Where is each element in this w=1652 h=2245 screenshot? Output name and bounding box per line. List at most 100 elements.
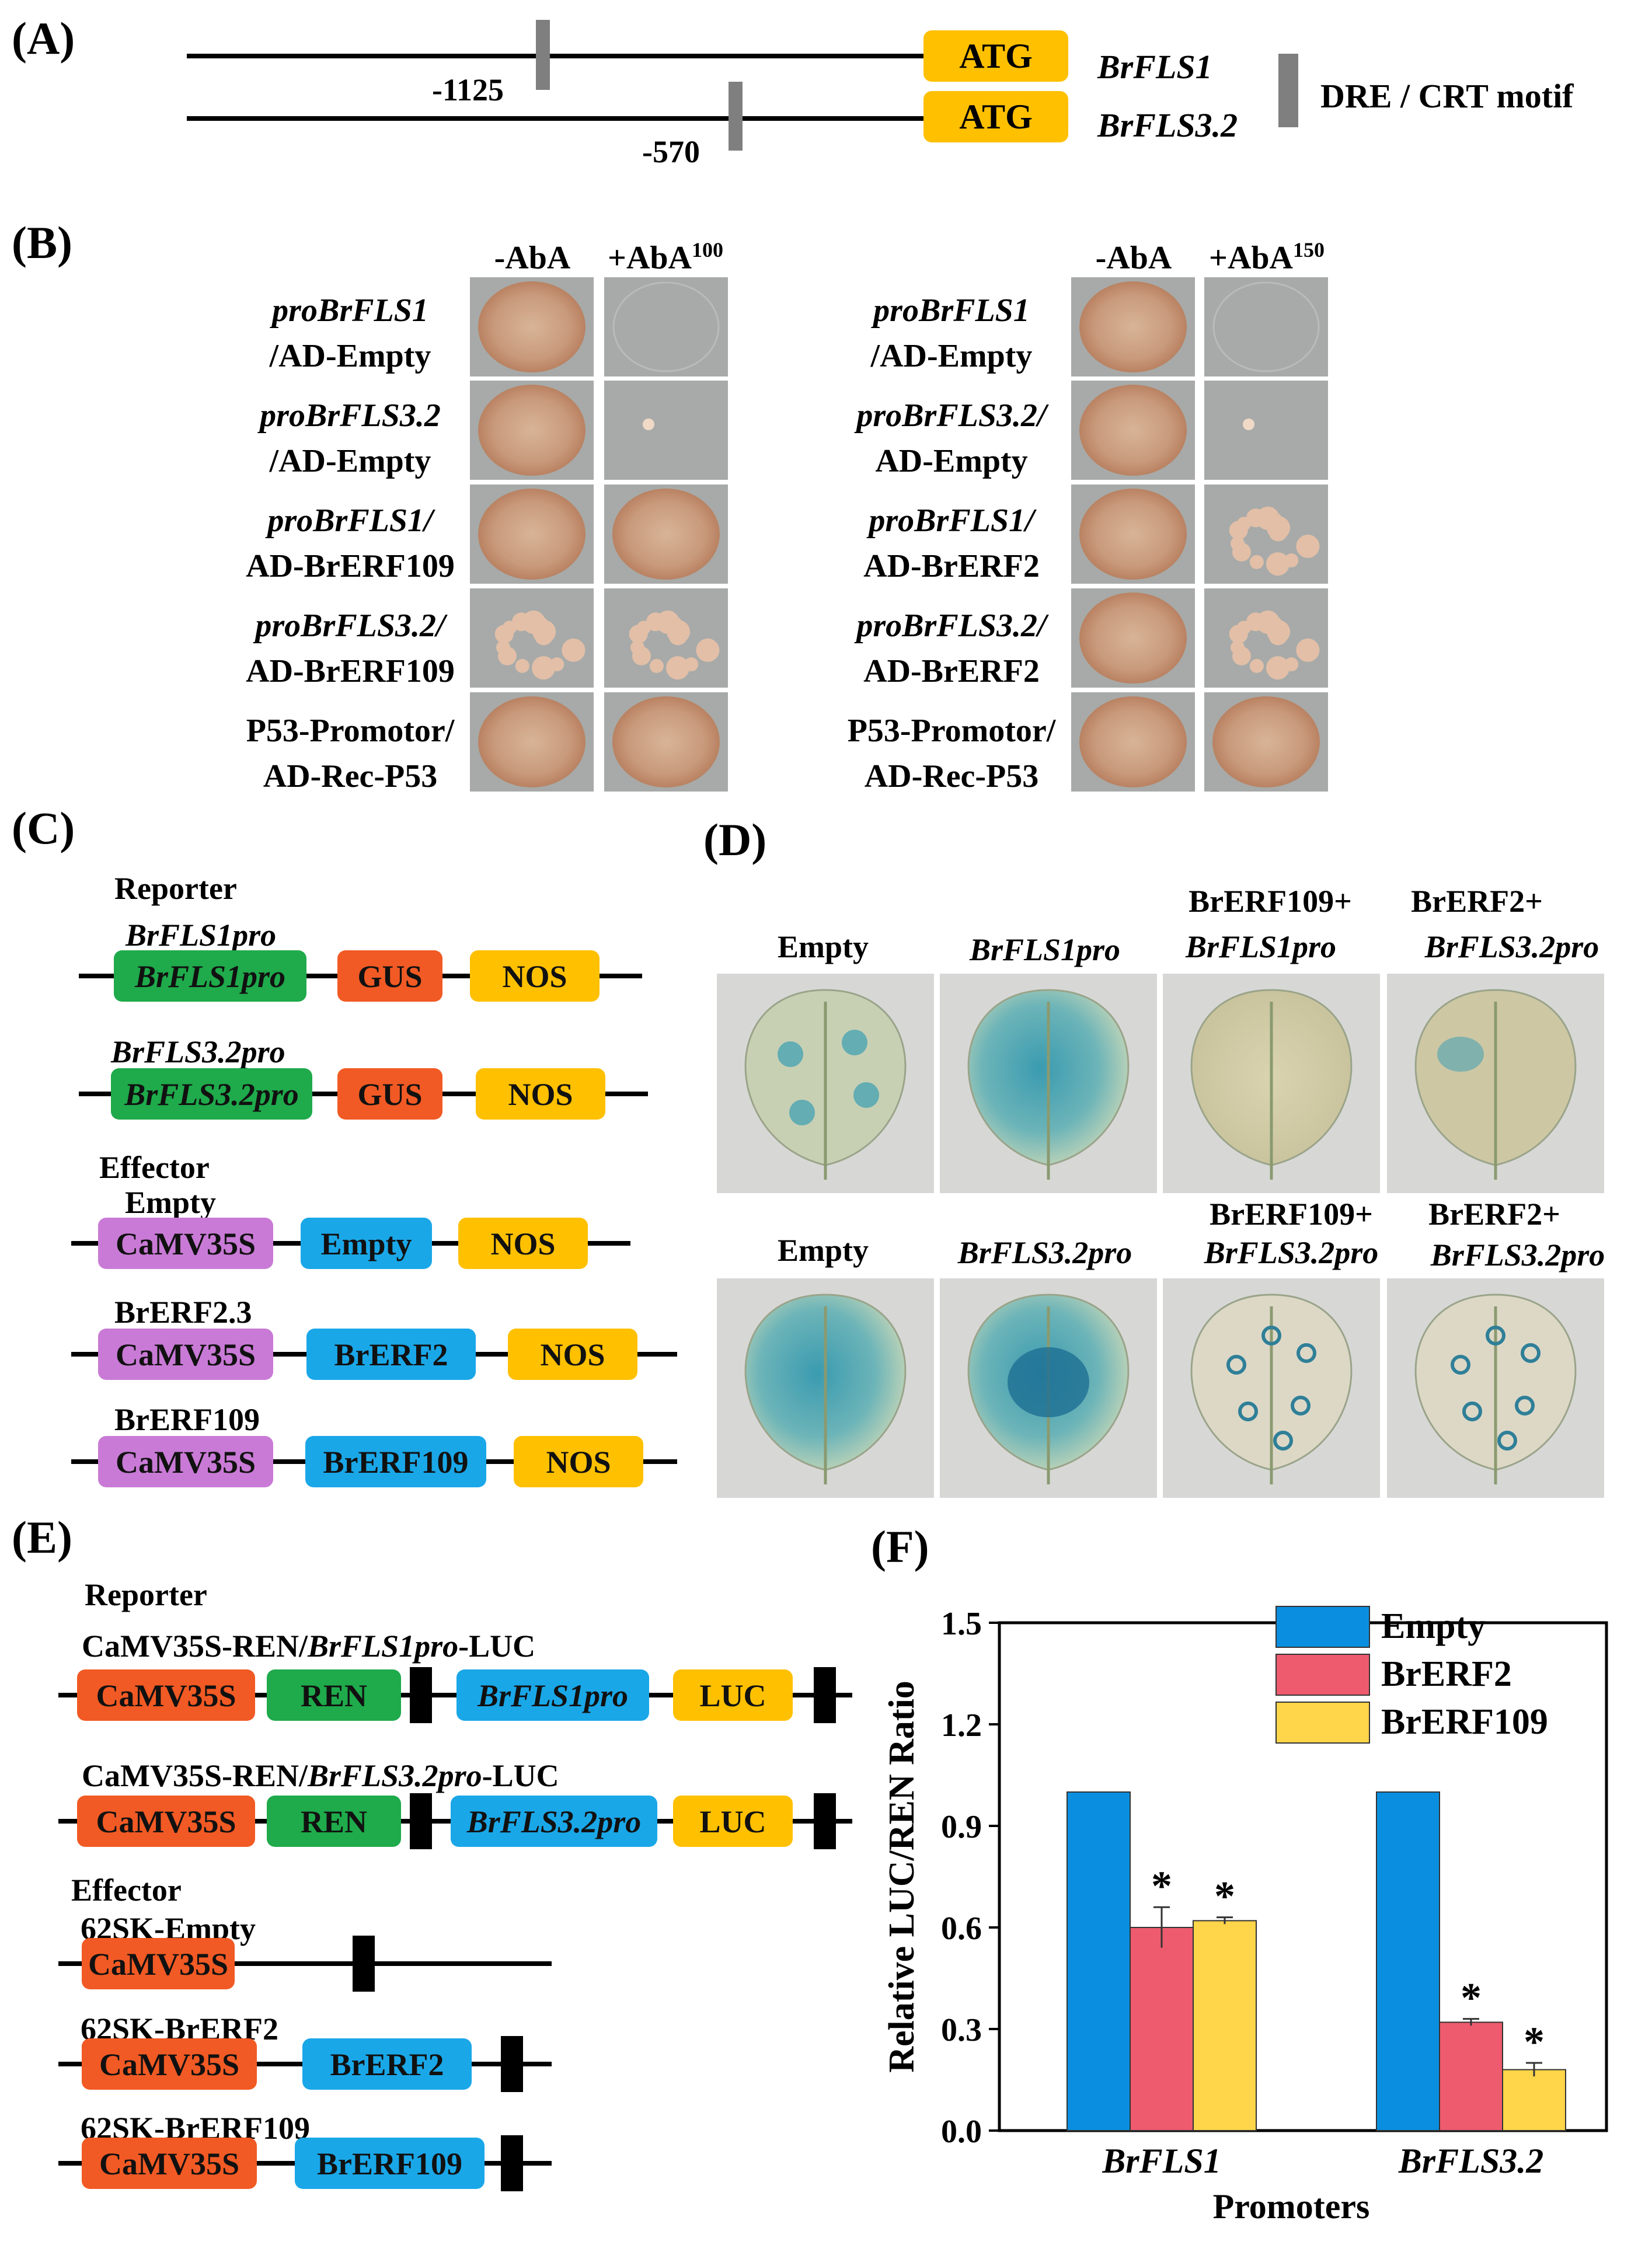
- left-colony-lawn-r3-c2: [612, 489, 720, 580]
- e-reporter-brfls1-terminator-block-2: [410, 1667, 432, 1723]
- left-colony-lawn-r1-c1: [478, 281, 585, 372]
- c-effector-brerf109-box-nos: [514, 1436, 643, 1487]
- c-effector-brerf109-box-label-camv: CaMV35S: [116, 1445, 256, 1480]
- left-row-2-label-line2: /AD-Empty: [269, 443, 431, 479]
- reporter-heading: Reporter: [114, 871, 237, 906]
- panel-b-label: (B): [12, 217, 72, 268]
- e-reporter-brfls3-2-box-camv: [77, 1796, 255, 1847]
- right-colony-r3-c2-13: [1268, 522, 1288, 542]
- gene-label-brfls3-2: BrFLS3.2: [1097, 106, 1238, 144]
- leaf-spot-r2-c4-5: [1497, 1431, 1517, 1451]
- right-row-3-label-line2: AD-BrERF2: [863, 548, 1040, 584]
- c-effector-empty-box-label-empty: Empty: [320, 1226, 412, 1261]
- position-label-2: -570: [642, 134, 700, 169]
- c-effector-brerf2-box-label-camv: CaMV35S: [116, 1337, 256, 1372]
- panel-c: (C) Reporter BrFLS1pro BrFLS3.2pro Effec…: [12, 803, 677, 1487]
- right-plate-r4-c2: [1204, 588, 1328, 688]
- left-plate-r4-c2: [604, 588, 728, 688]
- right-colony-lawn-r1-c1: [1079, 281, 1187, 372]
- right-colony-r3-c2-11: [1266, 552, 1290, 576]
- left-colony-r4-c2-8: [696, 638, 720, 662]
- e-reporter-brfls1-terminator-block-5: [814, 1667, 836, 1723]
- panel-e: (E) Reporter CaMV35S-REN/BrFLS1pro-LUC C…: [12, 1512, 852, 2191]
- left-colony-lawn-r3-c1: [478, 489, 585, 580]
- significance-star-brerf2-1: *: [1461, 1975, 1482, 2021]
- e-reporter-brfls1-box-label-luc: LUC: [699, 1678, 766, 1713]
- e-effector-empty-box-label-camv: CaMV35S: [88, 1947, 228, 1982]
- bar-empty-brfls1: [1067, 1791, 1131, 2131]
- yeast-plates: [470, 277, 1328, 792]
- right-row-5-label-line2: AD-Rec-P53: [865, 758, 1039, 794]
- right-colony-r3-c2-8: [1296, 534, 1320, 558]
- panel-b: (B) -AbA +AbA100 -AbA +AbA150 proBrFLS1/…: [12, 217, 1328, 794]
- e-effector-brerf109-box-camv: [82, 2138, 257, 2189]
- left-row-5-label-line1: P53-Promotor/: [246, 713, 455, 749]
- e-reporter-brfls3-2-box-luc: [673, 1796, 793, 1847]
- y-tick-label-5: 1.5: [941, 1606, 982, 1642]
- atg-box-1: [923, 30, 1068, 82]
- legend-label-brerf109: BrERF109: [1381, 1702, 1548, 1742]
- e-effector-brerf2-box-label-brerf2: BrERF2: [330, 2047, 444, 2082]
- left-colony-r4-c2-12: [636, 620, 651, 635]
- c-effector-empty-box-camv: [98, 1218, 273, 1269]
- c-reporter-brfls3-2-box-label-promoter: BrFLS3.2pro: [124, 1077, 299, 1112]
- right-empty-plate-outline-r1-c2: [1212, 281, 1320, 372]
- y-tick-label-0: 0.0: [941, 2114, 982, 2150]
- leaf-spot-r1-c1-0: [778, 1041, 803, 1067]
- right-colony-lawn-r5-c2: [1212, 696, 1320, 787]
- leaf-caption-r1-1: Empty: [778, 929, 869, 964]
- right-row-1-label-line2: /AD-Empty: [870, 338, 1033, 374]
- left-colony-r4-c1-6: [515, 658, 529, 673]
- left-colony-r4-c1-13: [534, 626, 553, 646]
- leaf-spot-r1-c1-1: [842, 1030, 867, 1055]
- construct-title-brerf109: BrERF109: [114, 1402, 260, 1437]
- leaf-spot-r2-c3-4: [1261, 1326, 1281, 1345]
- right-row-2-label-line2: AD-Empty: [875, 443, 1027, 479]
- left-colony-lawn-r5-c2: [612, 696, 720, 787]
- panel-c-label: (C): [12, 803, 75, 853]
- leaf-spot-r2-c4-2: [1462, 1402, 1482, 1421]
- bar-brerf2-brfls3-2: [1439, 2021, 1503, 2131]
- e-effector-empty-box-camv: [82, 1938, 235, 1989]
- e-effector-brerf109-box-brerf109: [295, 2138, 485, 2189]
- legend-swatch-brerf109: [1275, 1702, 1370, 1744]
- leaf-caption-r1-4b: BrFLS3.2pro: [1424, 929, 1599, 964]
- legend-motif-label: DRE / CRT motif: [1320, 77, 1574, 115]
- header-plus-aba-left: +AbA100: [608, 238, 723, 276]
- right-colony-r4-c2-7: [1246, 612, 1266, 632]
- construct-title-brerf2-3: BrERF2.3: [114, 1295, 252, 1330]
- left-plate-r4-c1: [470, 588, 594, 688]
- y-tick-label-1: 0.3: [941, 2012, 982, 2048]
- panel-b-left-row-labels: proBrFLS1/AD-EmptyproBrFLS3.2/AD-Emptypr…: [246, 292, 455, 794]
- right-colony-r3-c2-12: [1236, 517, 1251, 531]
- atg-box-2: [923, 91, 1068, 142]
- c-effector-brerf2-box-label-brerf2: BrERF2: [334, 1337, 448, 1372]
- dre-crt-motif-marker-2: [729, 82, 743, 151]
- c-reporter-brfls1-box-promoter: [114, 950, 306, 1002]
- left-row-4-label-line1: proBrFLS3.2/: [253, 608, 448, 644]
- right-colony-r3-c2-9: [1231, 536, 1245, 551]
- construct-title-brfls3-2pro: BrFLS3.2pro: [110, 1034, 285, 1069]
- right-row-5-label-line1: P53-Promotor/: [848, 713, 1057, 749]
- right-row-2-label-line1: proBrFLS3.2/: [854, 398, 1049, 434]
- leaf-stain-r2-c2: [1008, 1347, 1089, 1417]
- e-effector-brerf109-box-label-brerf109: BrERF109: [317, 2146, 462, 2181]
- leaf-caption-r1-4a: BrERF2+: [1411, 884, 1543, 919]
- left-colony-lawn-r5-c1: [478, 696, 585, 787]
- c-reporter-brfls1-box-label-promoter: BrFLS1pro: [134, 959, 285, 994]
- panel-d: (D) Empty BrFLS1pro BrERF109+ BrFLS1pro …: [703, 814, 1605, 1498]
- c-effector-brerf109-box-label-brerf109: BrERF109: [323, 1445, 469, 1480]
- leaf-spot-r2-c4-0: [1451, 1355, 1470, 1375]
- effector-heading: Effector: [99, 1150, 210, 1185]
- e-reporter-brfls1-box-ren: [267, 1669, 401, 1721]
- right-colony-lawn-r2-c1: [1079, 385, 1187, 476]
- leaf-caption-r1-3a: BrERF109+: [1189, 884, 1352, 919]
- c-effector-empty-box-nos: [458, 1218, 588, 1269]
- left-colony-r4-c1-11: [532, 656, 556, 680]
- leaf-spot-r2-c3-0: [1226, 1355, 1246, 1375]
- y-axis-label: Relative LUC/REN Ratio: [882, 1681, 922, 2073]
- right-colony-r4-c2-12: [1236, 620, 1251, 635]
- panel-f: (F) 0.00.30.60.91.21.5**BrFLS1**BrFLS3.2…: [871, 1521, 1608, 2226]
- e-effector-brerf2-box-brerf2: [302, 2038, 472, 2090]
